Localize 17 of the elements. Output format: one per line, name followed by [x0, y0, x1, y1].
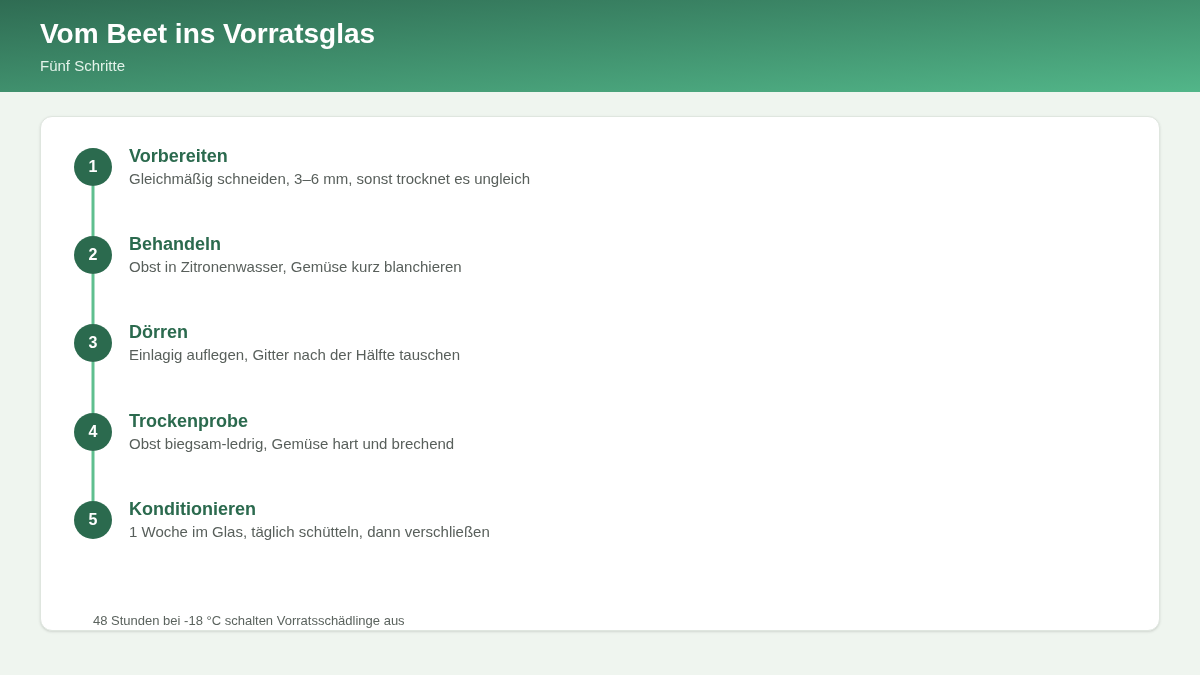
footnote: 48 Stunden bei -18 °C schalten Vorratsschädlinge aus: [93, 612, 405, 630]
connector-line: [91, 274, 95, 324]
step-title: Konditionieren: [129, 498, 256, 520]
step-description: Gleichmäßig schneiden, 3–6 mm, sonst trocknet es ungleich: [129, 169, 531, 189]
step-description: Obst biegsam-ledrig, Gemüse hart und brechend: [129, 434, 455, 454]
connector-line: [91, 186, 95, 236]
step-description: Einlagig auflegen, Gitter nach der Hälfte tauschen: [129, 345, 461, 365]
connector-line: [91, 451, 95, 501]
step-title: Trockenprobe: [129, 410, 249, 432]
connector-line: [91, 362, 95, 413]
step-title: Dörren: [129, 321, 188, 343]
step-title: Vorbereiten: [129, 145, 228, 167]
subtitle: Fünf Schritte: [40, 56, 126, 76]
step-description: Obst in Zitronenwasser, Gemüse kurz blanchieren: [129, 257, 462, 277]
step-description: 1 Woche im Glas, täglich schütteln, dann verschließen: [129, 522, 490, 542]
title: Vom Beet ins Vorratsglas: [40, 17, 376, 51]
step-title: Behandeln: [129, 233, 221, 255]
